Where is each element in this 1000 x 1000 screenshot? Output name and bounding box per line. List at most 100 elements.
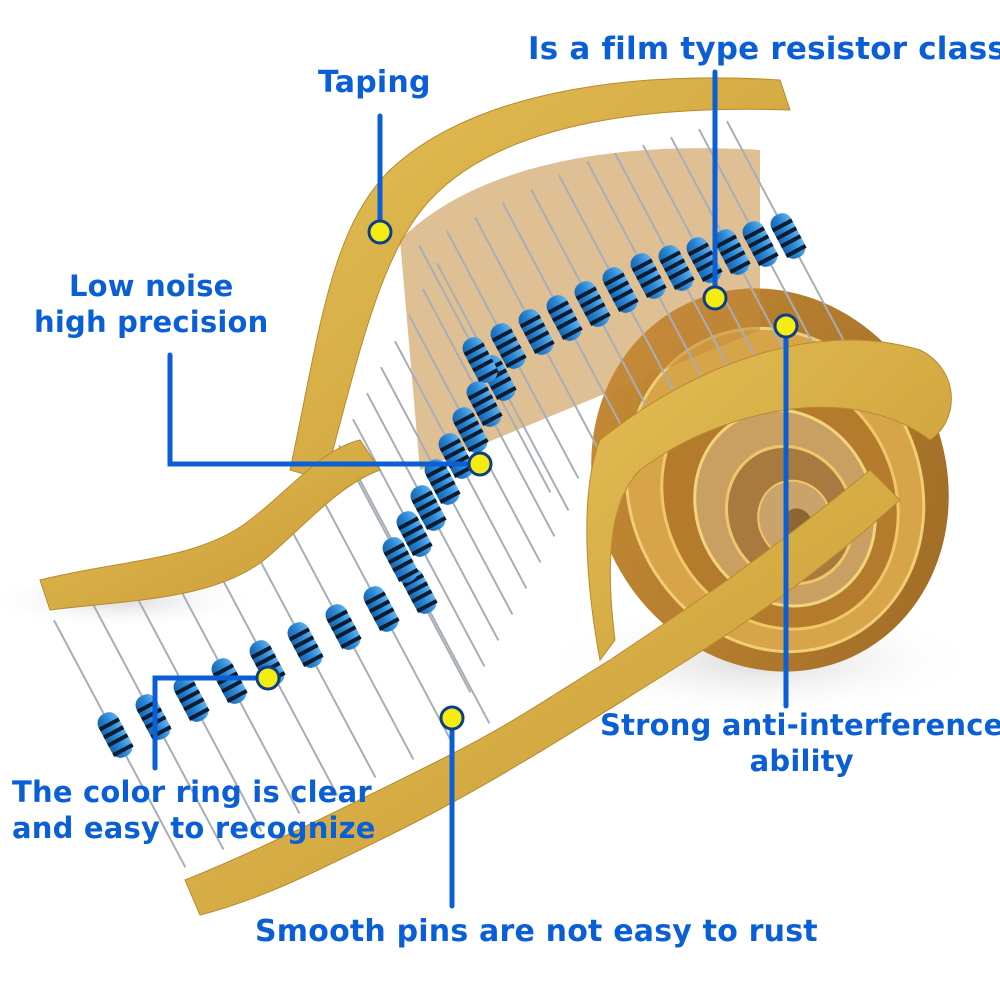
color-band [102,725,125,740]
callout-text-line2: ability [749,744,854,779]
color-band [467,350,490,365]
color-band [330,617,353,632]
color-band [112,743,134,757]
color-band [174,681,197,696]
resistor-body [363,586,400,632]
color-band [397,568,419,582]
color-band [406,581,429,596]
color-band [297,643,319,658]
color-band [495,336,518,351]
color-band [495,386,517,400]
color-band [743,226,766,241]
color-band [551,308,574,323]
color-band [635,266,658,281]
color-band [775,226,798,241]
color-band [696,258,718,273]
color-band [491,328,514,343]
color-band [631,258,654,273]
callout-text: Is a film type resistor class [528,31,1000,67]
color-band [467,386,490,401]
color-band [383,542,406,557]
callout-text-line1: The color ring is clear [12,775,372,809]
callout-text-line2: high precision [34,305,269,340]
color-band [221,679,243,694]
color-band [785,244,807,258]
callout-text: Taping [318,65,431,100]
color-band [335,625,357,640]
color-band [668,266,690,281]
color-band [547,300,570,315]
color-band [326,609,349,624]
color-band [607,280,630,295]
color-band [98,717,121,732]
color-band [364,591,387,606]
resistor-body [658,245,695,291]
callout-label-low-noise: Low noise high precision [34,268,269,341]
resistor-body [466,381,503,427]
color-band [425,464,448,479]
color-band [425,516,447,530]
color-band [691,250,714,265]
resistor-body [287,622,324,668]
callout-label-color-ring: The color ring is clear and easy to reco… [12,774,376,847]
callout-text: Smooth pins are not easy to rust [255,914,818,949]
color-band [183,697,205,712]
color-band [411,589,433,604]
color-band [477,368,499,382]
color-band [757,252,779,266]
color-band [302,653,324,667]
tape-bottom-strip [184,469,901,916]
color-band [556,316,578,331]
color-band [603,272,626,287]
callout-label-anti-interference: Strong anti-interference ability [600,707,1000,780]
color-band [472,358,494,373]
color-band [439,490,461,504]
callout-label-smooth-pins: Smooth pins are not easy to rust [255,913,818,951]
color-band [178,689,201,704]
color-band [752,242,774,257]
color-band [673,276,695,290]
resistor-body [410,485,447,531]
color-band [107,733,129,748]
color-band [505,354,527,368]
color-band [420,506,442,521]
color-band [292,635,315,650]
color-band [640,274,662,289]
resistor-body [211,658,248,704]
leader-line-color [152,675,271,771]
color-band [523,322,546,337]
color-band [254,653,277,668]
callout-text-line1: Strong anti-interference [600,708,1000,742]
color-band [645,284,667,298]
callout-text-line2: and easy to recognize [12,811,376,846]
color-band [663,258,686,273]
color-band [373,607,395,622]
color-band [687,242,710,257]
resistor-body [325,604,362,650]
color-band [212,663,235,678]
color-band [579,294,602,309]
color-band [467,438,489,452]
color-band [406,532,428,547]
callout-dot-color [255,665,281,691]
color-band [528,330,550,345]
color-band [584,302,606,317]
color-band [476,402,498,417]
resistor-body [173,676,210,722]
color-band [434,480,456,495]
color-band [368,599,391,614]
color-band [250,645,273,660]
color-band [561,326,583,340]
color-band [415,498,438,513]
color-band [481,412,503,426]
leader-line-noise [167,352,483,467]
color-band [724,250,746,265]
color-band [226,689,248,703]
color-band [729,260,751,274]
color-band [188,707,210,721]
resistor-body [424,459,461,505]
color-band [429,472,452,487]
color-band [457,420,480,435]
color-band [463,342,486,357]
color-band [340,635,362,649]
